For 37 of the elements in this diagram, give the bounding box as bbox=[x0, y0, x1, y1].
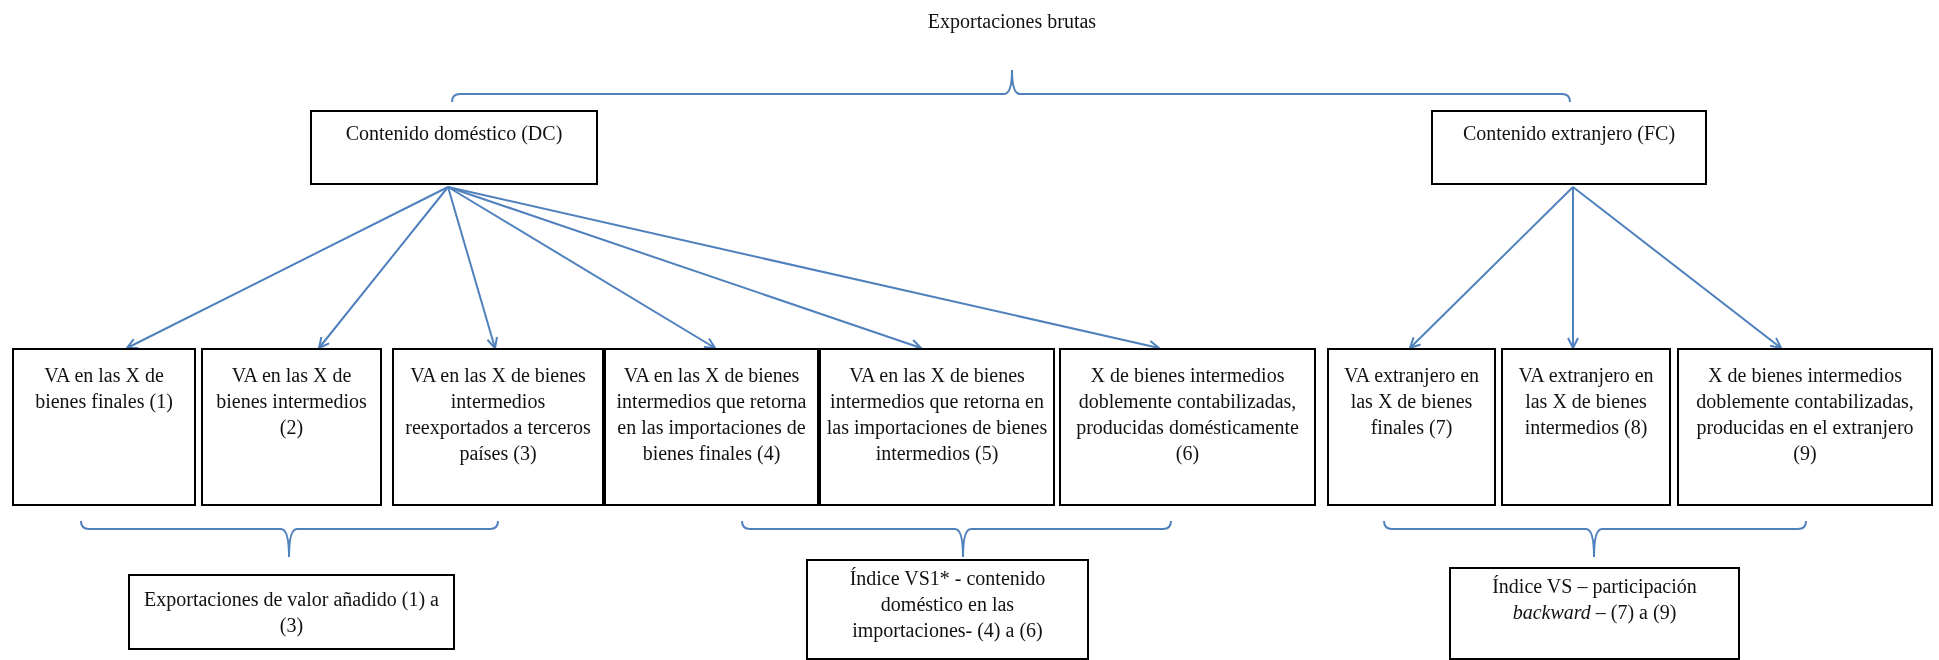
box-text: Contenido extranjero (FC) bbox=[1462, 121, 1676, 146]
arrow bbox=[318, 186, 449, 349]
box-text: Índice VS – participación backward – (7) a (9) bbox=[1491, 574, 1698, 625]
arrow bbox=[1409, 186, 1574, 349]
text-box bbox=[1449, 567, 1740, 660]
box-text: VA extranjero en las X de bienes intermedios (8) bbox=[1517, 363, 1655, 440]
arrow bbox=[126, 186, 449, 349]
box-text: VA en las X de bienes intermedios que retorna en las importaciones de bienes finales (4) bbox=[615, 363, 808, 466]
box-text: VA en las X de bienes finales (1) bbox=[34, 363, 174, 414]
box-text: VA en las X de bienes intermedios que retorna en las importaciones de bienes intermedios (5) bbox=[825, 363, 1049, 466]
arrow bbox=[447, 186, 716, 349]
box-text: X de bienes intermedios doblemente contabilizadas, producidas en el extranjero (9) bbox=[1695, 363, 1915, 466]
text-box bbox=[128, 574, 455, 650]
arrow bbox=[447, 186, 498, 349]
text-box bbox=[392, 348, 604, 506]
text-box bbox=[806, 559, 1089, 660]
text-box bbox=[1677, 348, 1933, 506]
text-box bbox=[604, 348, 819, 506]
arrow bbox=[447, 186, 922, 351]
box-text: VA en las X de bienes intermedios reexportados a terceros países (3) bbox=[404, 363, 592, 466]
arrow bbox=[1567, 186, 1579, 349]
box-text: VA en las X de bienes intermedios (2) bbox=[215, 363, 368, 440]
box-text: Índice VS1* - contenido doméstico en las importaciones- (4) a (6) bbox=[848, 566, 1047, 643]
text-box bbox=[819, 348, 1055, 506]
box-text: X de bienes intermedios doblemente contabilizadas, producidas domésticamente (6) bbox=[1075, 363, 1300, 466]
text-box bbox=[201, 348, 382, 506]
text-box bbox=[1431, 110, 1707, 185]
diagram-title: Exportaciones brutas bbox=[926, 9, 1098, 34]
text-box bbox=[1327, 348, 1496, 506]
arrow bbox=[1572, 186, 1782, 349]
text-box bbox=[1059, 348, 1316, 506]
box-text: Exportaciones de valor añadido (1) a (3) bbox=[143, 587, 440, 638]
text-box bbox=[12, 348, 196, 506]
box-text: Contenido doméstico (DC) bbox=[345, 121, 563, 146]
box-text: VA extranjero en las X de bienes finales (7) bbox=[1342, 363, 1481, 440]
text-box bbox=[1501, 348, 1671, 506]
text-box bbox=[310, 110, 598, 185]
